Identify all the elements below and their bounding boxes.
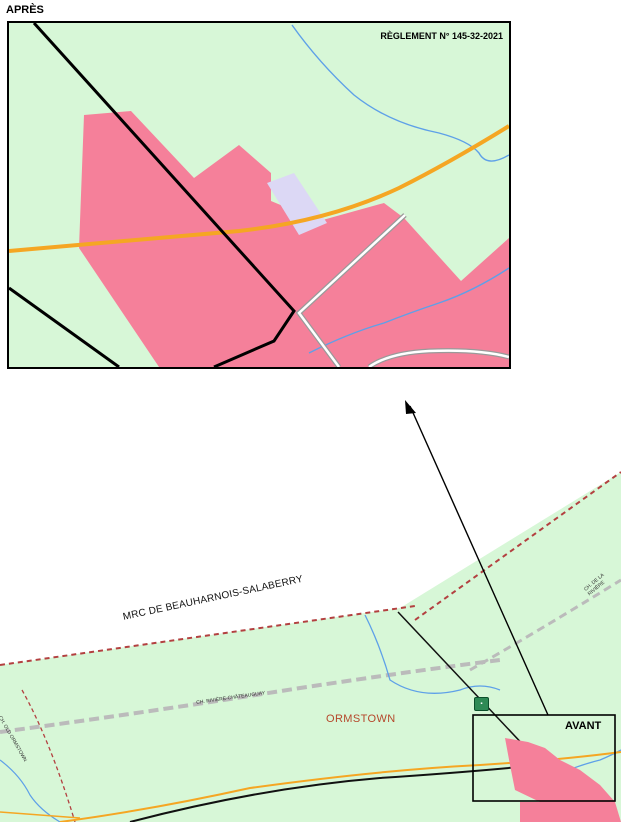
arrow-line bbox=[409, 405, 549, 716]
main-black-road bbox=[129, 764, 541, 822]
route-shield-icon: ▪ bbox=[474, 697, 489, 711]
main-river-2 bbox=[0, 759, 61, 822]
inset-boundary-black-2 bbox=[9, 286, 120, 367]
inset-orange-route bbox=[9, 124, 509, 253]
mrc-boundary bbox=[0, 605, 416, 666]
road-dashed-2 bbox=[469, 578, 621, 672]
inset-map-after: RÈGLEMENT N° 145-32-2021 bbox=[7, 21, 511, 369]
avant-label: AVANT bbox=[565, 720, 602, 732]
main-pink-zone bbox=[505, 738, 615, 802]
inset-pink-zone bbox=[79, 111, 509, 367]
inset-river-bottom bbox=[308, 267, 509, 354]
main-river-1 bbox=[364, 614, 501, 694]
road-dashed-3 bbox=[21, 689, 76, 822]
inset-title: APRÈS bbox=[6, 4, 44, 16]
main-orange-route-2 bbox=[0, 811, 81, 819]
mrc-boundary-2 bbox=[414, 471, 621, 621]
avant-frame bbox=[472, 714, 616, 802]
arrow-up-icon bbox=[405, 400, 416, 414]
inset-boundary-black bbox=[32, 23, 296, 367]
inset-river-top bbox=[291, 24, 509, 162]
road-dashed-1 bbox=[0, 658, 501, 734]
regulation-number: RÈGLEMENT N° 145-32-2021 bbox=[380, 31, 503, 41]
main-pink-zone-2 bbox=[520, 802, 621, 822]
town-label: ORMSTOWN bbox=[326, 713, 396, 725]
main-map bbox=[0, 400, 621, 822]
inset-map-drawing bbox=[9, 23, 509, 367]
main-land-green bbox=[0, 472, 621, 822]
